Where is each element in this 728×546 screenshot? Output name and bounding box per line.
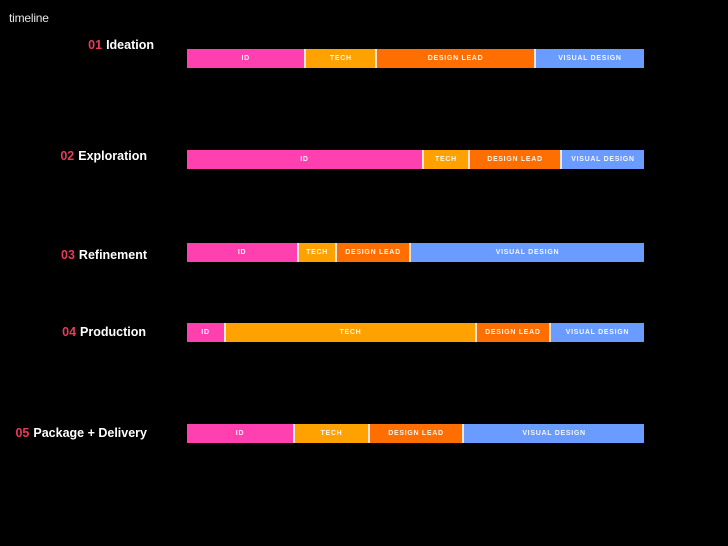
phase-number: 05 xyxy=(15,426,30,440)
phase-name: Exploration xyxy=(78,149,147,163)
phase-number: 01 xyxy=(88,38,103,52)
phase-name: Refinement xyxy=(78,248,147,262)
bar-segment-design-lead: DESIGN LEAD xyxy=(474,323,549,342)
phase-number: 04 xyxy=(62,325,77,339)
bar-segment-id: ID xyxy=(187,49,305,68)
bar-segment-id: ID xyxy=(187,323,225,342)
bar-segment-tech: TECH xyxy=(304,49,376,68)
bar-segment-id: ID xyxy=(187,150,422,169)
bar-segment-tech: TECH xyxy=(224,323,475,342)
page-title: timeline xyxy=(9,11,49,25)
bar-segment-visual-design: VISUAL DESIGN xyxy=(409,243,644,262)
bar-segment-visual-design: VISUAL DESIGN xyxy=(462,424,644,443)
bar-segment-id: ID xyxy=(187,424,294,443)
bar-segment-visual-design: VISUAL DESIGN xyxy=(548,323,644,342)
bar-segment-tech: TECH xyxy=(421,150,469,169)
bar-segment-visual-design: VISUAL DESIGN xyxy=(533,49,644,68)
bar-segment-design-lead: DESIGN LEAD xyxy=(468,150,560,169)
phase-name: Package + Delivery xyxy=(33,426,147,440)
phase-name: Ideation xyxy=(106,38,154,52)
bar-segment-id: ID xyxy=(187,243,298,262)
bar-segment-design-lead: DESIGN LEAD xyxy=(375,49,534,68)
phase-name: Production xyxy=(80,325,146,339)
bar-segment-visual-design: VISUAL DESIGN xyxy=(559,150,644,169)
bar-segment-tech: TECH xyxy=(297,243,336,262)
bar-segment-design-lead: DESIGN LEAD xyxy=(335,243,410,262)
bar-segment-tech: TECH xyxy=(293,424,368,443)
phase-number: 03 xyxy=(61,248,75,262)
bar-segment-design-lead: DESIGN LEAD xyxy=(367,424,463,443)
phase-number: 02 xyxy=(60,149,75,163)
